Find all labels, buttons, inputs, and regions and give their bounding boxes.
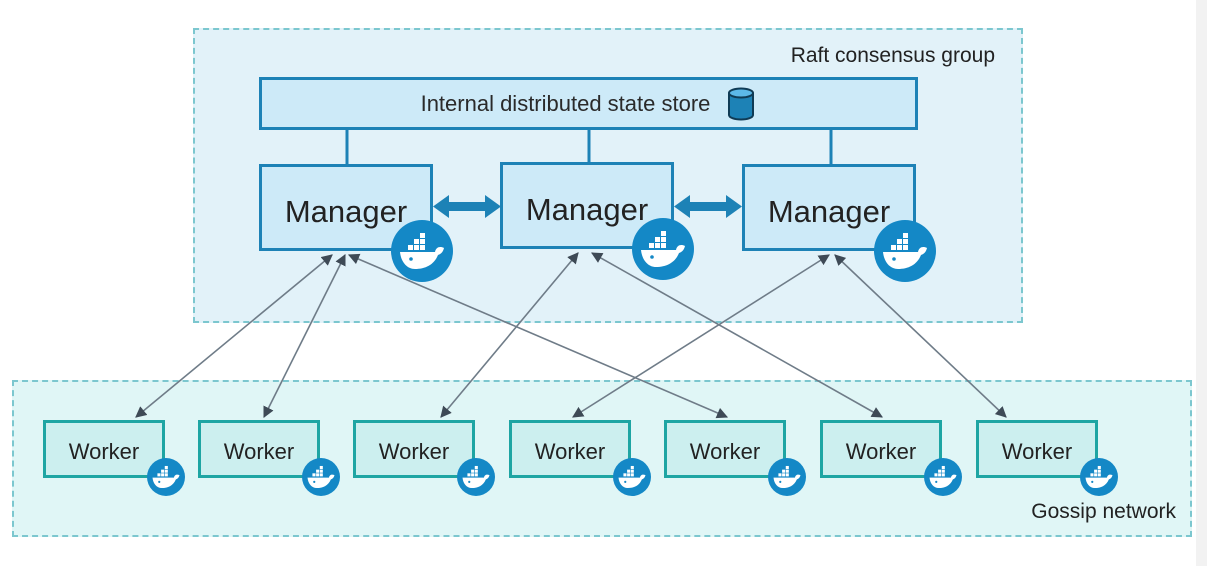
docker-whale-icon	[302, 458, 340, 496]
docker-whale-icon	[1080, 458, 1118, 496]
manager-label: Manager	[284, 194, 408, 229]
worker-label: Worker	[689, 439, 761, 464]
docker-whale-icon	[613, 458, 651, 496]
link-worker-3-manager-2	[440, 252, 579, 418]
docker-whale-icon	[874, 220, 936, 282]
worker-label: Worker	[845, 439, 917, 464]
worker-label: Worker	[223, 439, 295, 464]
worker-label: Worker	[68, 439, 140, 464]
worker-node-3: Worker	[353, 420, 475, 478]
worker-node-4: Worker	[509, 420, 631, 478]
worker-node-2: Worker	[198, 420, 320, 478]
docker-whale-icon	[768, 458, 806, 496]
manager-label: Manager	[525, 192, 649, 227]
docker-whale-icon	[391, 220, 453, 282]
worker-label: Worker	[534, 439, 606, 464]
gossip-network-label: Gossip network	[1031, 500, 1176, 523]
worker-node-1: Worker	[43, 420, 165, 478]
manager-1-2-link	[433, 195, 501, 218]
docker-whale-icon	[147, 458, 185, 496]
right-edge-strip	[1196, 0, 1207, 566]
manager-label: Manager	[767, 194, 891, 229]
manager-2-3-link	[674, 195, 742, 218]
internal-state-store: Internal distributed state store	[259, 77, 918, 130]
docker-whale-icon	[457, 458, 495, 496]
raft-group-label: Raft consensus group	[790, 44, 995, 67]
link-worker-6-manager-2	[591, 252, 883, 418]
manager-node-1: Manager	[259, 164, 433, 251]
link-worker-7-manager-3	[834, 254, 1007, 418]
worker-node-7: Worker	[976, 420, 1098, 478]
docker-whale-icon	[924, 458, 962, 496]
worker-label: Worker	[378, 439, 450, 464]
docker-whale-icon	[632, 218, 694, 280]
worker-node-5: Worker	[664, 420, 786, 478]
database-icon	[728, 87, 755, 120]
state-store-label: Internal distributed state store	[420, 90, 711, 116]
link-worker-4-manager-3	[572, 254, 830, 418]
worker-node-6: Worker	[820, 420, 942, 478]
worker-label: Worker	[1001, 439, 1073, 464]
link-worker-1-manager-1	[135, 254, 333, 418]
link-worker-2-manager-1	[263, 253, 346, 419]
